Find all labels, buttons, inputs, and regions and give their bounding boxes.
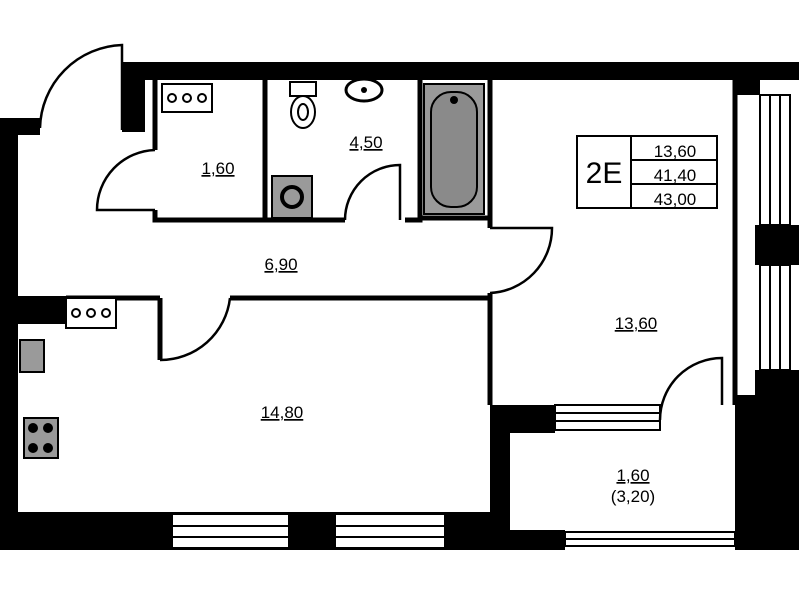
room-storage-area: 1,60 [201, 159, 234, 178]
radiator-icon [65, 297, 117, 329]
toilet-icon [289, 81, 317, 129]
fixtures [19, 77, 485, 459]
room-balcony-area: 1,60 [616, 466, 649, 485]
unit-code: 2E [586, 157, 623, 190]
room-bathroom-area: 4,50 [349, 133, 382, 152]
room-corridor-area: 6,90 [264, 255, 297, 274]
washbasin-icon [344, 77, 384, 103]
doors [38, 43, 724, 421]
room-bedroom-area: 13,60 [615, 314, 658, 333]
bathtub-icon [423, 83, 485, 215]
stove-icon [23, 417, 59, 459]
room-kitchen-area: 14,80 [261, 403, 304, 422]
washer-icon [271, 175, 313, 219]
radiator-icon [161, 83, 213, 113]
living-area: 13,60 [654, 142, 697, 161]
total-area-without-balcony: 41,40 [654, 166, 697, 185]
interior-walls [66, 80, 738, 405]
unit-summary-table: 2E 13,60 41,40 43,00 [576, 135, 718, 209]
sink-icon [19, 339, 45, 373]
total-area: 43,00 [654, 190, 697, 209]
windows [171, 94, 791, 550]
room-balcony-full-area: (3,20) [611, 487, 655, 506]
